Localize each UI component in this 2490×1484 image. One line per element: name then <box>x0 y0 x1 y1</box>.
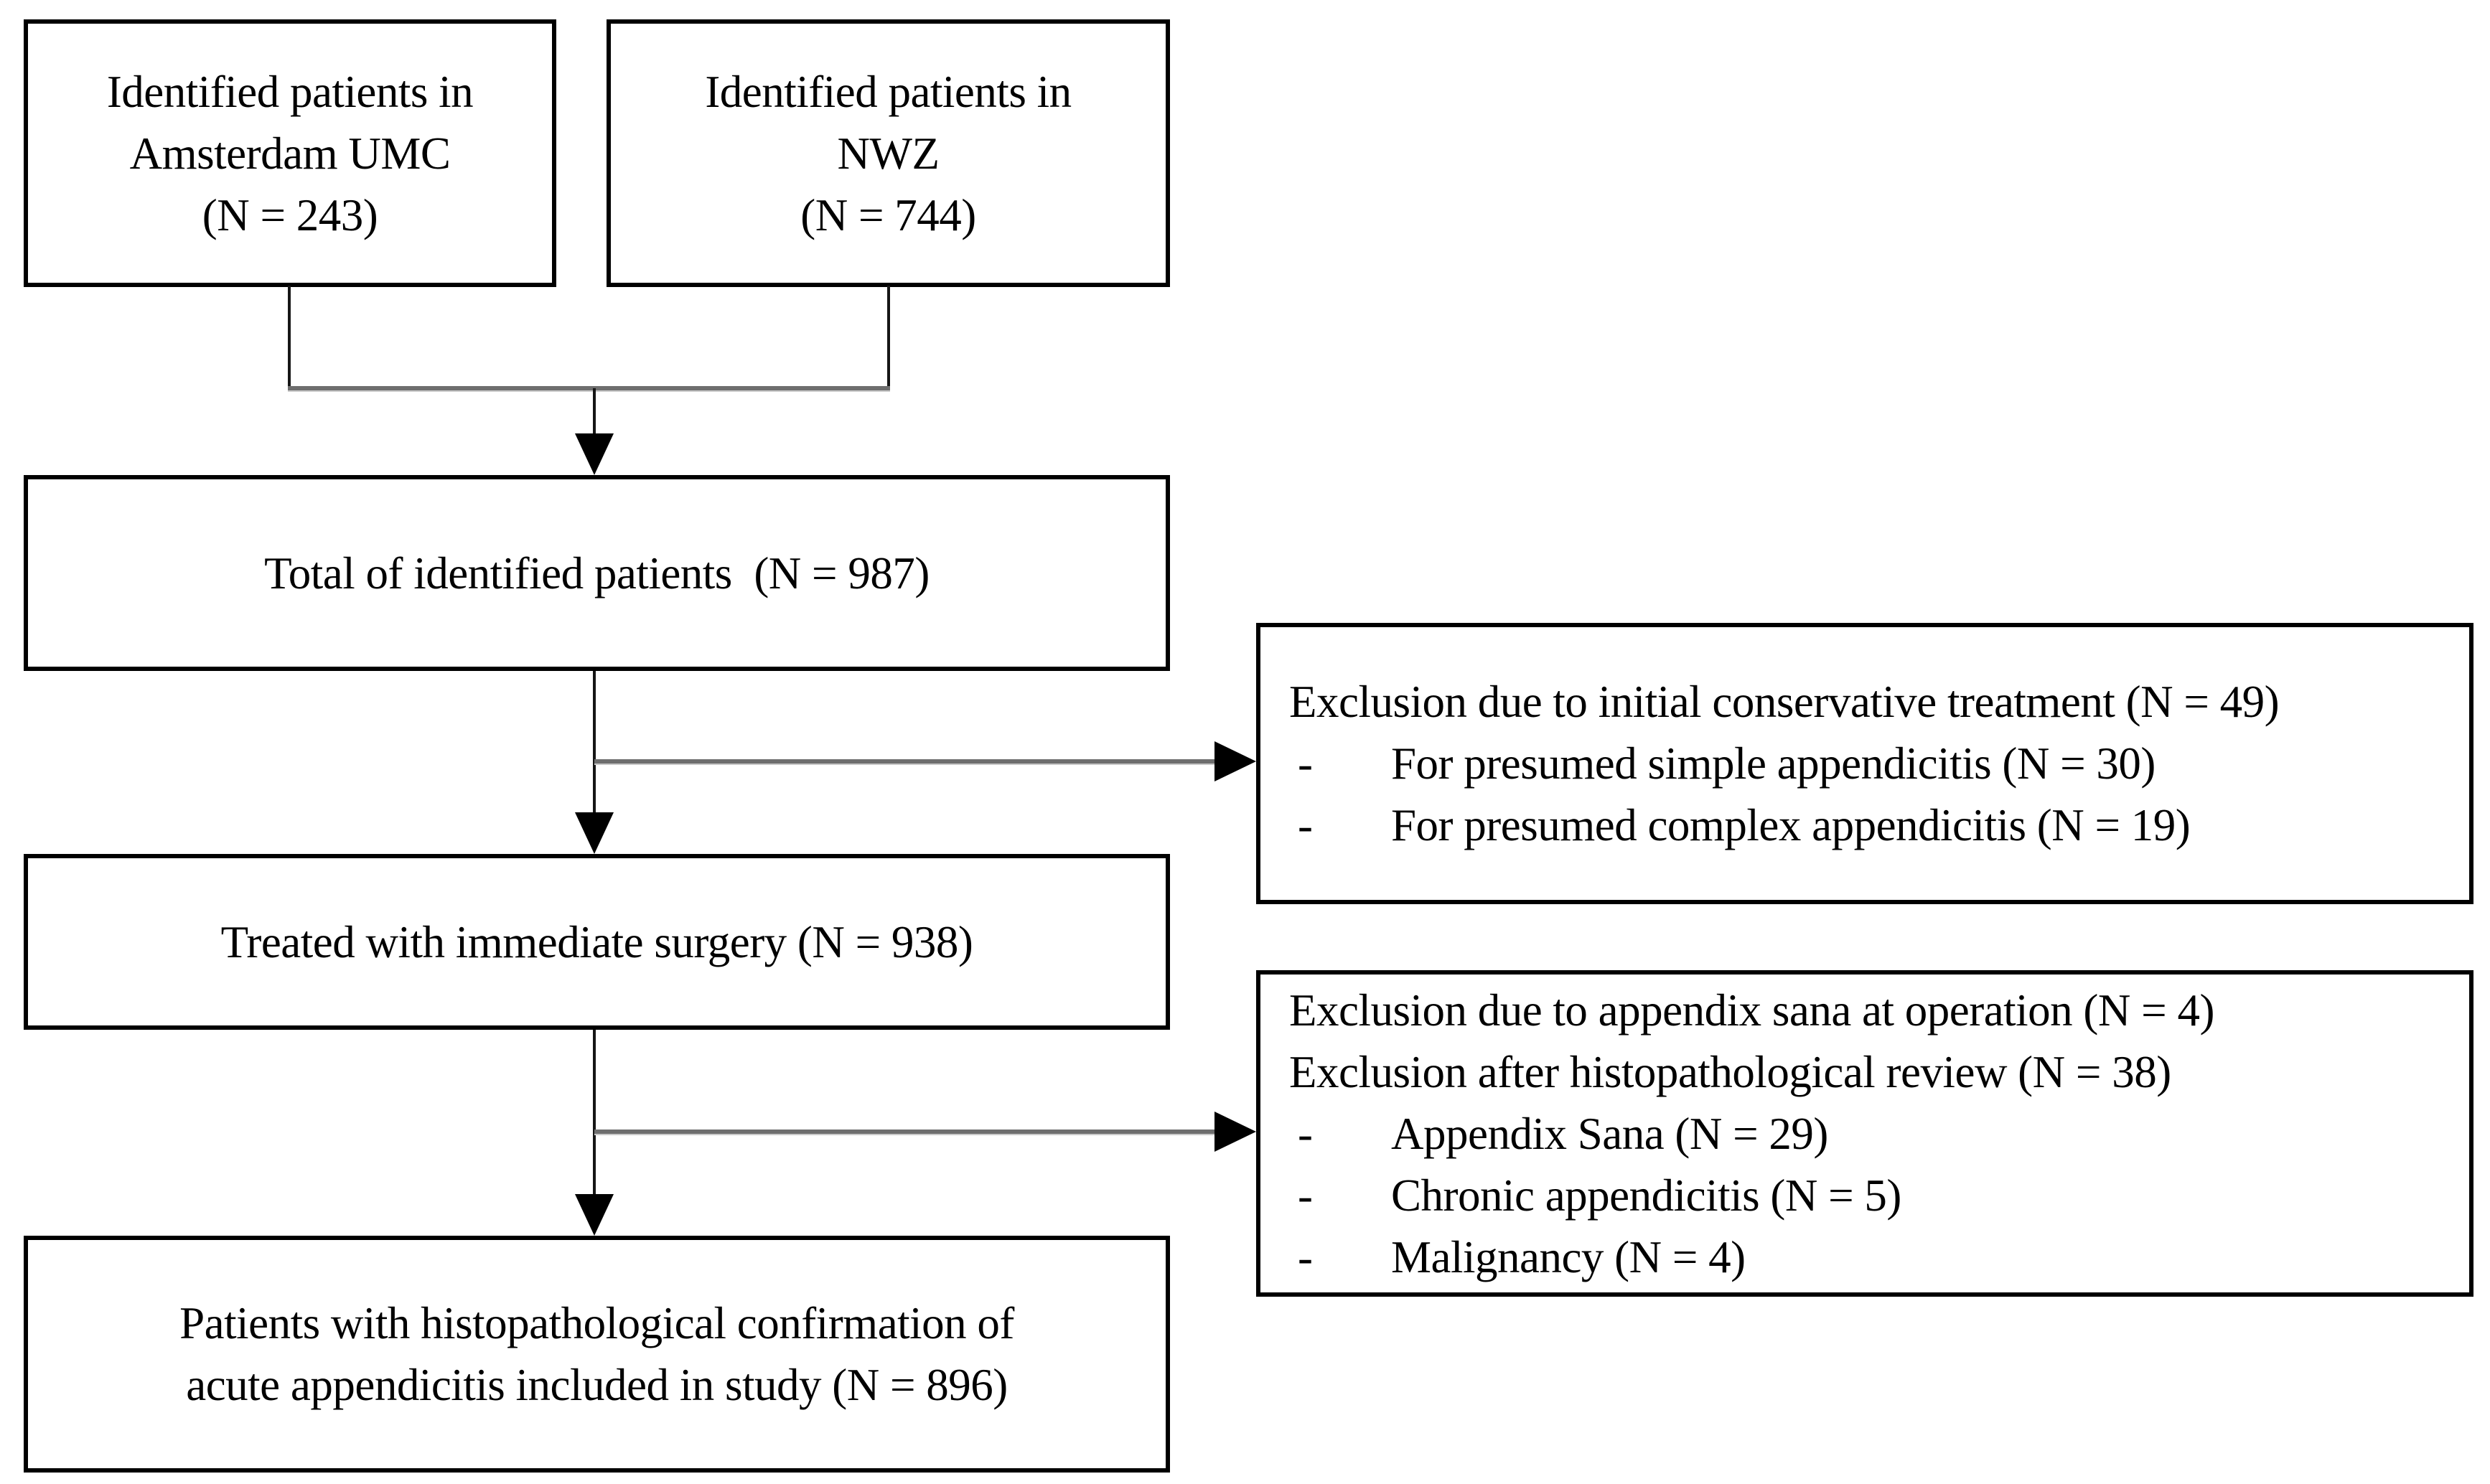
box-exclusion-pathology: Exclusion due to appendix sana at operat… <box>1256 970 2473 1297</box>
box-text-line: NWZ <box>837 128 940 179</box>
exclusion-title: Exclusion after histopathological review… <box>1289 1046 2171 1097</box>
box-identified-nwz: Identified patients in NWZ (N = 744) <box>607 19 1170 287</box>
bullet-dash: - <box>1298 1108 1313 1159</box>
box-exclusion-conservative: Exclusion due to initial conservative tr… <box>1256 623 2473 904</box>
bullet-item: - Malignancy (N = 4) <box>1289 1226 2440 1288</box>
bullet-text: For presumed simple appendicitis (N = 30… <box>1391 738 2156 789</box>
box-treated-surgery: Treated with immediate surgery (N = 938) <box>24 854 1170 1030</box>
box-text-line: Treated with immediate surgery (N = 938) <box>220 916 973 967</box>
box-text-line: Identified patients in <box>106 66 474 117</box>
box-text-line: Patients with histopathological confirma… <box>179 1298 1014 1348</box>
connector-branch-conservative <box>594 759 1216 764</box>
bullet-item: - For presumed simple appendicitis (N = … <box>1289 733 2440 794</box>
box-text-line: acute appendicitis included in study (N … <box>186 1360 1008 1410</box>
bullet-text: Chronic appendicitis (N = 5) <box>1391 1170 1901 1221</box>
connector-join-to-total <box>593 388 596 437</box>
arrowhead-total-icon <box>575 433 614 475</box>
connector-join-horizontal <box>288 386 890 390</box>
bullet-dash: - <box>1298 738 1313 789</box>
arrowhead-final-icon <box>575 1194 614 1236</box>
box-text-line: Amsterdam UMC <box>129 128 451 179</box>
connector-treated-to-final <box>593 1030 596 1196</box>
exclusion-title: Exclusion due to initial conservative tr… <box>1289 677 2280 727</box>
arrowhead-exclusion-conservative-icon <box>1214 741 1256 781</box>
box-text-line: (N = 744) <box>800 189 976 240</box>
box-text-line: (N = 243) <box>202 189 378 240</box>
connector-nwz-down <box>887 286 890 389</box>
bullet-dash: - <box>1298 800 1313 850</box>
bullet-text: Malignancy (N = 4) <box>1391 1231 1746 1282</box>
bullet-text: Appendix Sana (N = 29) <box>1391 1108 1828 1159</box>
bullet-item: - Chronic appendicitis (N = 5) <box>1289 1165 2440 1226</box>
bullet-item: - Appendix Sana (N = 29) <box>1289 1103 2440 1165</box>
bullet-text: For presumed complex appendicitis (N = 1… <box>1391 800 2191 850</box>
box-total-identified: Total of identified patients (N = 987) <box>24 475 1170 671</box>
box-identified-amsterdam: Identified patients in Amsterdam UMC (N … <box>24 19 556 287</box>
bullet-item: - For presumed complex appendicitis (N =… <box>1289 794 2440 856</box>
bullet-dash: - <box>1298 1231 1313 1282</box>
connector-amsterdam-down <box>288 286 291 389</box>
box-final-included: Patients with histopathological confirma… <box>24 1236 1170 1473</box>
arrowhead-treated-icon <box>575 812 614 854</box>
box-text-line: Identified patients in <box>705 66 1072 117</box>
arrowhead-exclusion-pathology-icon <box>1214 1112 1256 1152</box>
box-text-line: Total of identified patients (N = 987) <box>264 548 930 598</box>
exclusion-title: Exclusion due to appendix sana at operat… <box>1289 985 2214 1035</box>
connector-total-to-treated <box>593 671 596 814</box>
bullet-dash: - <box>1298 1170 1313 1221</box>
connector-branch-pathology <box>594 1130 1216 1134</box>
